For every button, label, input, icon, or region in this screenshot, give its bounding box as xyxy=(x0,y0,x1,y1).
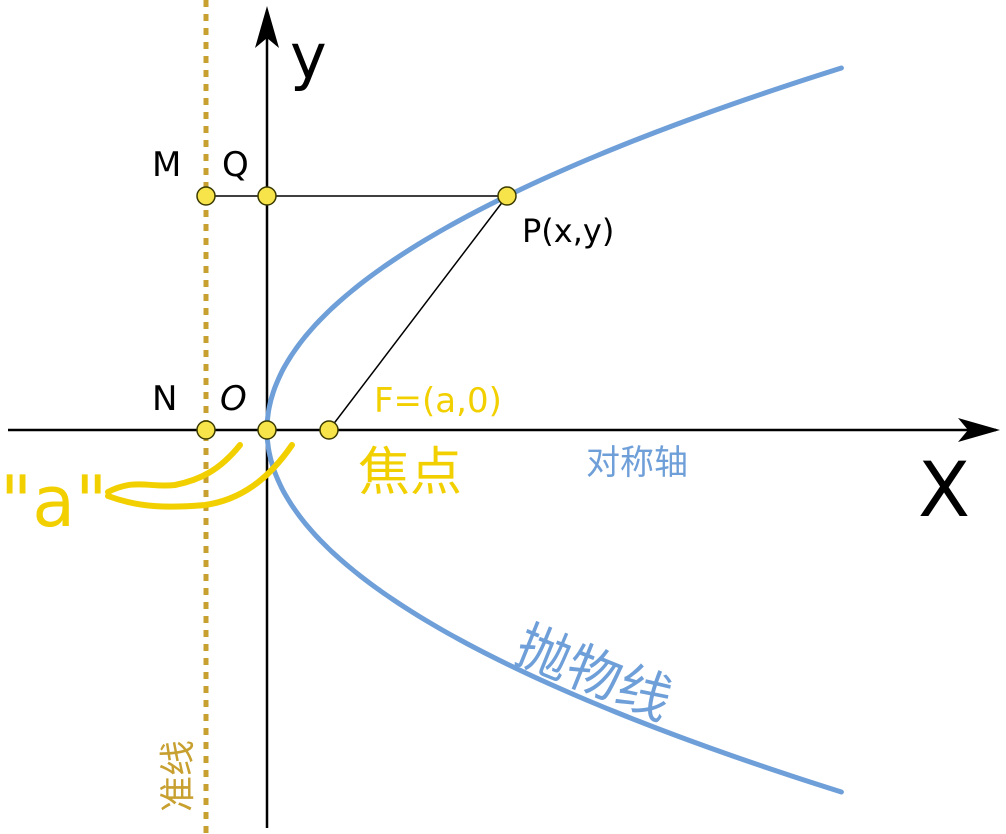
x-axis-arrowhead xyxy=(958,418,1000,442)
point-p xyxy=(497,186,517,206)
directrix-label: 准线 xyxy=(158,740,199,812)
point-f xyxy=(319,420,339,440)
x-axis-label: X xyxy=(918,445,970,534)
label-m: M xyxy=(152,145,181,185)
label-o: O xyxy=(220,379,247,419)
y-axis-label: y xyxy=(290,20,327,93)
a-label: "a" xyxy=(0,461,107,543)
point-n xyxy=(196,420,216,440)
label-f: F=(a,0) xyxy=(374,381,502,421)
line-p-f xyxy=(328,195,508,431)
label-q: Q xyxy=(222,145,249,185)
a-brace-stroke-upper xyxy=(105,442,243,495)
a-brace-stroke-lower xyxy=(105,442,295,510)
label-p: P(x,y) xyxy=(522,212,614,250)
label-n: N xyxy=(152,379,177,419)
parabola-label: 抛物线 xyxy=(507,614,681,733)
point-m xyxy=(196,186,216,206)
point-q xyxy=(257,186,277,206)
focus-label: 焦点 xyxy=(358,443,462,503)
point-o xyxy=(257,420,277,440)
y-axis-arrowhead xyxy=(255,6,279,48)
axis-of-symmetry-label: 对称轴 xyxy=(586,443,688,483)
